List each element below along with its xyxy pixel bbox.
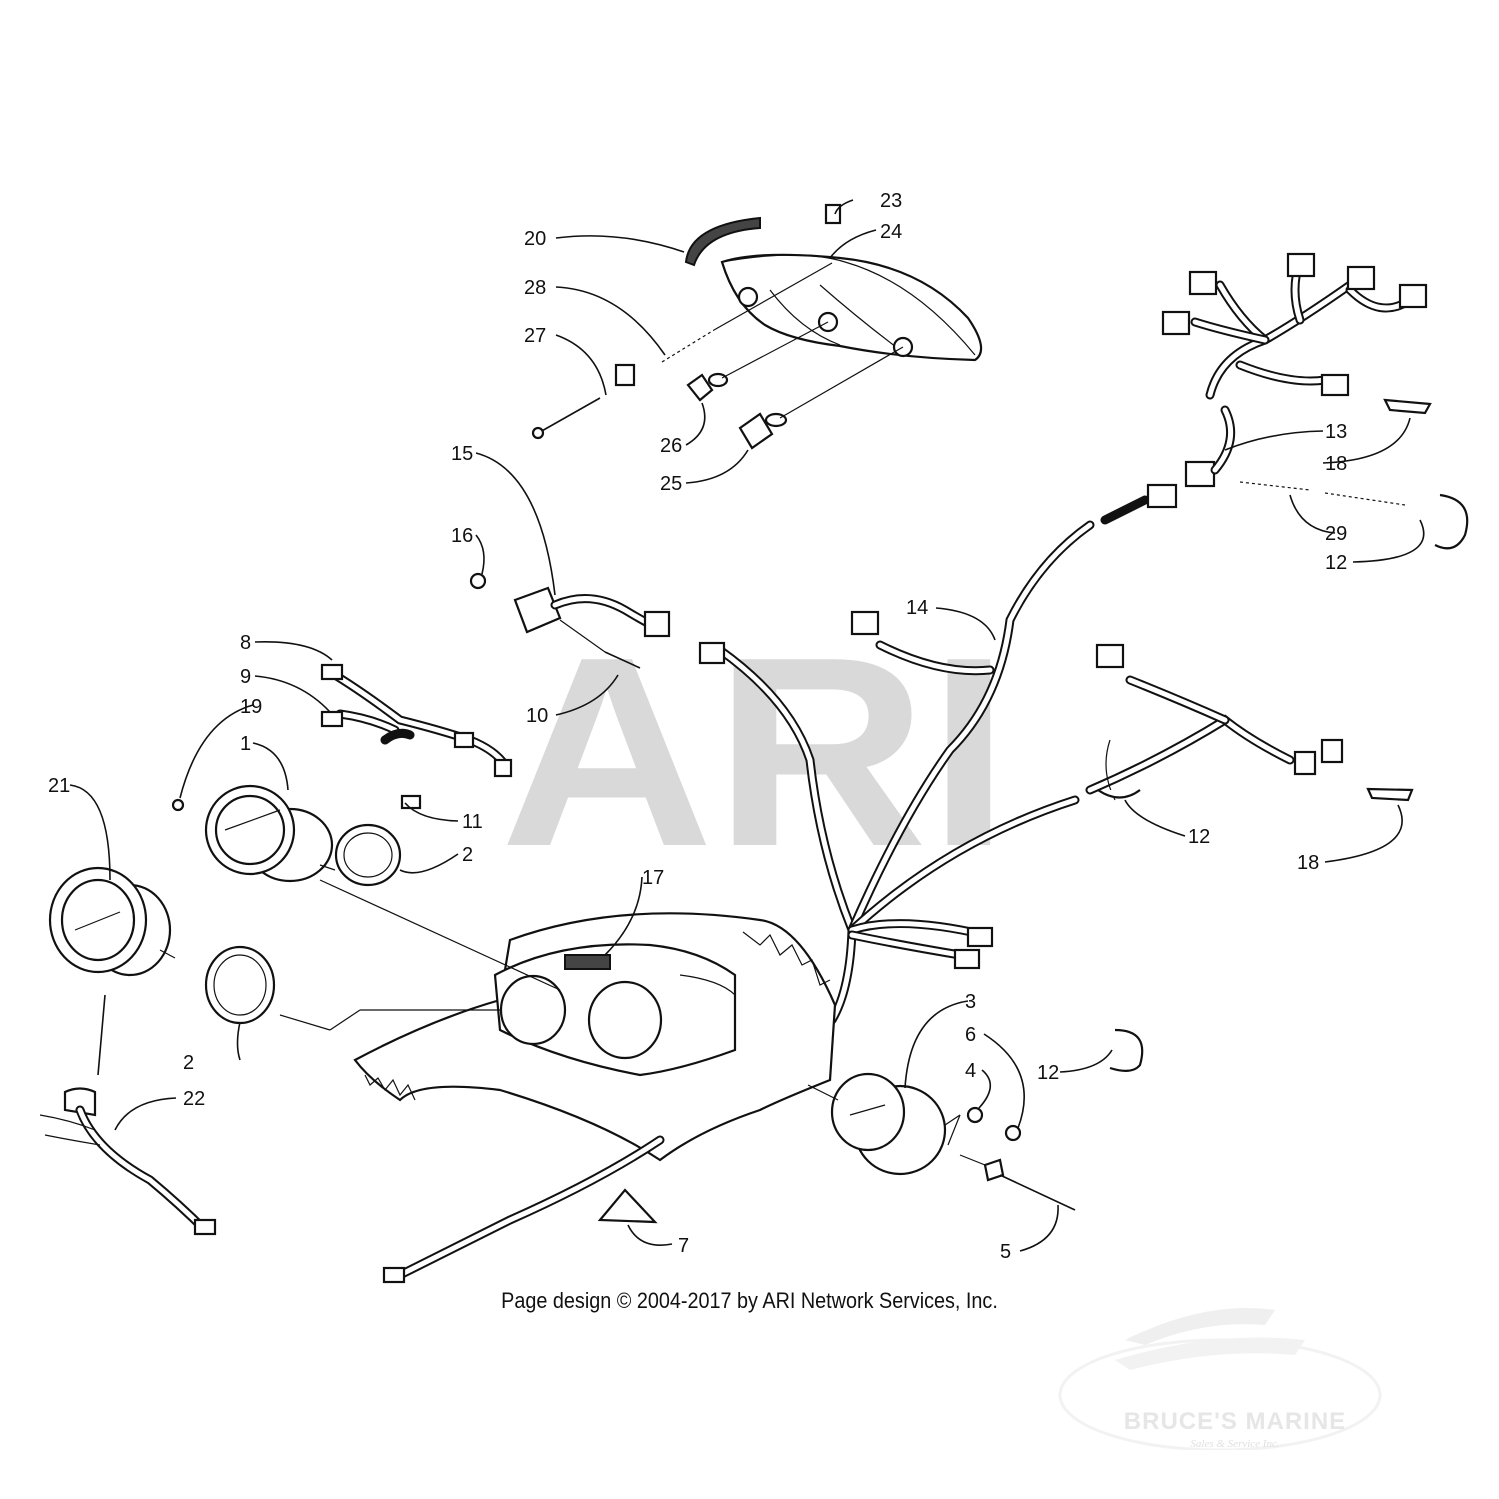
wiring-harness	[715, 252, 1469, 1025]
logo-tagline: Sales & Service Inc.	[1190, 1438, 1280, 1450]
callout-27: 27	[524, 325, 546, 347]
callout-17: 17	[642, 867, 664, 889]
callout-8: 8	[240, 632, 251, 654]
logo-name: BRUCE'S MARINE	[1123, 1408, 1347, 1435]
gauge-21	[39, 866, 276, 1236]
callout-10: 10	[526, 705, 548, 727]
callout-12b: 12	[1188, 826, 1210, 848]
callout-2b: 2	[183, 1052, 194, 1074]
callout-6: 6	[965, 1024, 976, 1046]
callout-5: 5	[1000, 1241, 1011, 1263]
callout-13: 13	[1325, 421, 1347, 443]
callout-29: 29	[1325, 523, 1347, 545]
callout-15: 15	[451, 443, 473, 465]
bruces-marine-logo	[1058, 1308, 1382, 1450]
callout-1: 1	[240, 733, 251, 755]
callout-18b: 18	[1297, 852, 1319, 874]
gauge-1	[171, 784, 402, 887]
copyright-text: Page design © 2004-2017 by ARI Network S…	[501, 1288, 998, 1313]
callout-3: 3	[965, 991, 976, 1013]
ari-watermark: ARI	[500, 602, 1010, 903]
callout-24: 24	[880, 221, 902, 243]
lower-wire	[382, 1135, 665, 1284]
callout-28: 28	[524, 277, 546, 299]
callout-9: 9	[240, 666, 251, 688]
callout-16: 16	[451, 525, 473, 547]
callout-12a: 12	[1325, 552, 1347, 574]
gauge-harness	[320, 663, 513, 810]
callout-labels: 20 23 24 28 27 26 25 15 16 8 9 10 19 1 1…	[48, 190, 1347, 1263]
module-15	[469, 572, 726, 669]
headlight-assembly	[531, 203, 983, 450]
callout-21: 21	[48, 775, 70, 797]
callout-7: 7	[678, 1235, 689, 1257]
callout-22: 22	[183, 1088, 205, 1110]
callout-18a: 18	[1325, 453, 1347, 475]
dash-panel	[279, 879, 837, 1162]
callout-19: 19	[240, 696, 262, 718]
callout-11: 11	[462, 811, 483, 833]
callout-4: 4	[965, 1060, 976, 1082]
gauge-3	[807, 1028, 1144, 1211]
callout-26: 26	[660, 435, 682, 457]
callout-25: 25	[660, 473, 682, 495]
callout-2a: 2	[462, 844, 473, 866]
callout-12c: 12	[1037, 1062, 1059, 1084]
callout-23: 23	[880, 190, 902, 212]
callout-14: 14	[906, 597, 928, 619]
leader-lines	[69, 199, 1425, 1252]
callout-20: 20	[524, 228, 546, 250]
